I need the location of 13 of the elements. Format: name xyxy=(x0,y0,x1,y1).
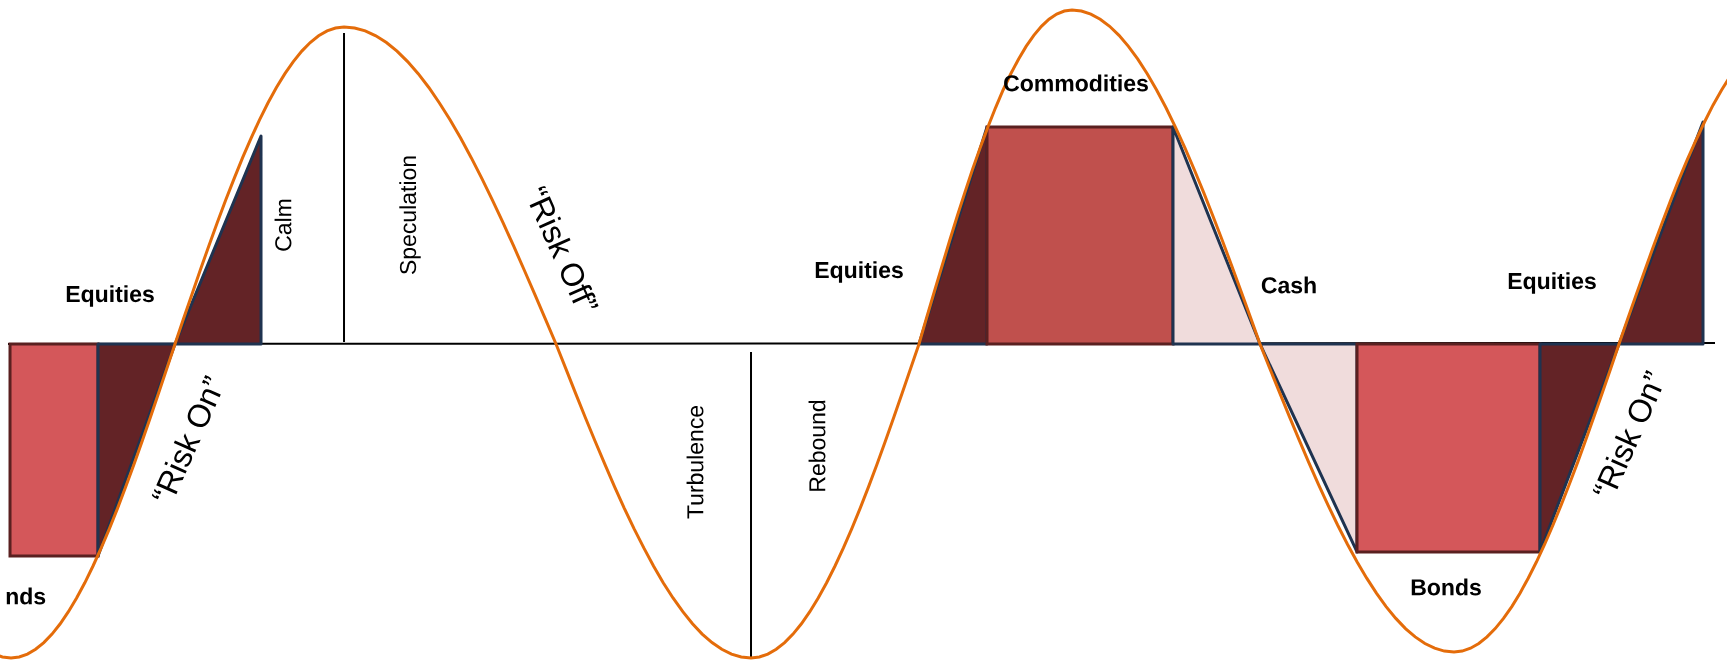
phase-label: Speculation xyxy=(399,156,421,275)
phase-label: Rebound xyxy=(808,400,826,491)
block-label: Equities xyxy=(1508,272,1596,294)
block-label: Equities xyxy=(815,261,903,283)
block-label: Equities xyxy=(66,285,154,307)
phase-label: “Risk Off” xyxy=(529,186,599,308)
phase-label: “Risk On” xyxy=(1592,370,1662,495)
block-label: nds xyxy=(6,587,46,605)
block-label: Bonds xyxy=(1411,578,1481,596)
phase-label: “Risk On” xyxy=(151,375,221,500)
phase-label: Calm xyxy=(274,199,292,251)
block-label: Cash xyxy=(1261,276,1316,294)
phase-label: Turbulence xyxy=(686,405,704,519)
